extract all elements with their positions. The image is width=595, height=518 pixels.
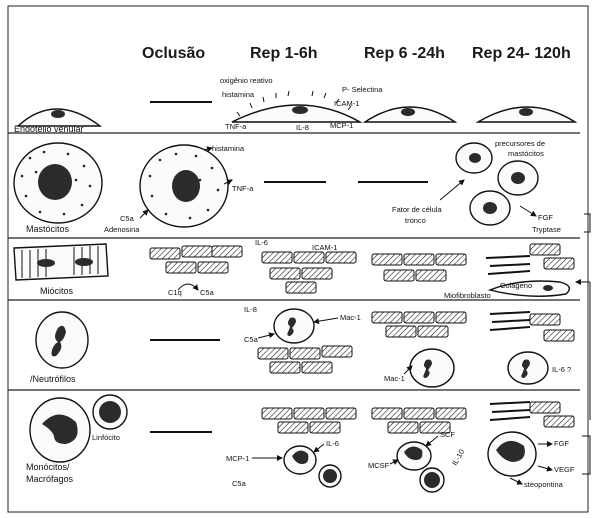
arrow-mcsf [390, 460, 398, 464]
myocyte-fibers-rep2 [372, 254, 466, 281]
label-mac-1-b: Mac-1 [384, 374, 405, 383]
endothelium-cell-rep2 [365, 107, 455, 122]
label-c5a-d: C5a [232, 479, 247, 488]
label-p-selectina: P- Selectina [342, 85, 383, 94]
bracket-right-monocyte [582, 436, 590, 474]
label-vegf: VEGF [554, 465, 575, 474]
header-rep-6-24h: Rep 6 -24h [364, 45, 445, 62]
arrow-c5a-c [258, 334, 274, 338]
label-il-6-b: IL-6 ? [552, 365, 571, 374]
arrow-fator [440, 180, 464, 200]
label-mcp-1-b: MCP-1 [226, 454, 249, 463]
label-miofibroblasto: Miofibroblasto [444, 291, 491, 300]
label-c5a-a: C5a [120, 214, 135, 223]
label-scf: SCF [440, 430, 455, 439]
arrow-histamina [204, 148, 212, 150]
myocyte-fibers-rep1 [262, 252, 356, 293]
label-fator-celula-2: tronco [405, 216, 426, 225]
header-rep-1-6h: Rep 1-6h [250, 45, 318, 62]
label-histamina-1: histamina [222, 90, 255, 99]
mast-cell-baseline [14, 143, 102, 223]
header-oclusao: Oclusão [142, 45, 205, 62]
label-neutrofilos: /Neutrófilos [30, 374, 76, 384]
label-il-6-c: IL-6 [326, 439, 339, 448]
myocyte-baseline [14, 244, 108, 280]
arrow-il6-c [314, 444, 324, 452]
label-linfocito: Linfócito [92, 433, 120, 442]
label-mcp-1-a: MCP-1 [330, 121, 353, 130]
label-monocitos: Monócitos/ [26, 462, 70, 472]
label-endotelio: Endotélio venular [14, 124, 84, 134]
arrow-mac1-a [314, 318, 338, 322]
monocyte-rep2 [372, 408, 466, 492]
neutrophil-baseline [36, 312, 88, 368]
label-c1q: C1q [168, 288, 182, 297]
monocyte-baseline [30, 398, 90, 462]
lymphocyte-baseline [93, 395, 127, 429]
label-tnf-a-a: TNF-a [225, 122, 247, 131]
label-adenosina: Adenosina [104, 225, 140, 234]
label-macrofagos: Macrófagos [26, 474, 74, 484]
label-fgf-b: FGF [554, 439, 569, 448]
header-rep-24-120h: Rep 24- 120h [472, 45, 571, 62]
label-histamina-2: histamina [212, 144, 245, 153]
label-c5a-c: C5a [244, 335, 259, 344]
label-il-6-a: IL-6 [255, 238, 268, 247]
neutrophil-rep1 [258, 309, 352, 373]
label-mac-1-a: Mac-1 [340, 313, 361, 322]
myocyte-fibers-oclusao [150, 246, 242, 273]
label-il-10: IL-10 [450, 448, 466, 467]
arrow-scf [426, 436, 438, 446]
label-il-8-a: IL-8 [296, 123, 309, 132]
label-fator-celula-1: Fator de célula [392, 205, 442, 214]
label-mastocitos: Mastócitos [26, 224, 70, 234]
monocyte-rep1 [262, 408, 356, 487]
label-oxigenio-reativo: oxigênio reativo [220, 76, 273, 85]
label-colageno: Colágeno [500, 281, 532, 290]
arrow-osteopontina [510, 478, 522, 484]
label-fgf-a: FGF [538, 213, 553, 222]
arrow-vegf [538, 466, 552, 470]
arrow-adenosina [140, 210, 148, 218]
label-icam-1-b: ICAM-1 [312, 243, 337, 252]
arrow-fgf [520, 206, 536, 216]
label-precursores-2: mastócitos [508, 149, 544, 158]
label-il-8-b: IL-8 [244, 305, 257, 314]
bracket-right-mast [584, 214, 590, 232]
label-icam-1-a: ICAM-1 [334, 99, 359, 108]
label-tryptase: Tryptase [532, 225, 561, 234]
label-c5a-b: C5a [200, 288, 215, 297]
mast-cell-degranulating [140, 145, 228, 227]
label-mcsf: MCSF [368, 461, 390, 470]
label-precursores-1: precursores de [495, 139, 545, 148]
label-osteopontina: steopontina [524, 480, 564, 489]
endothelium-cell-rep3 [478, 107, 575, 122]
label-miocitos: Miócitos [40, 286, 74, 296]
label-tnf-a-b: TNF-a [232, 184, 254, 193]
